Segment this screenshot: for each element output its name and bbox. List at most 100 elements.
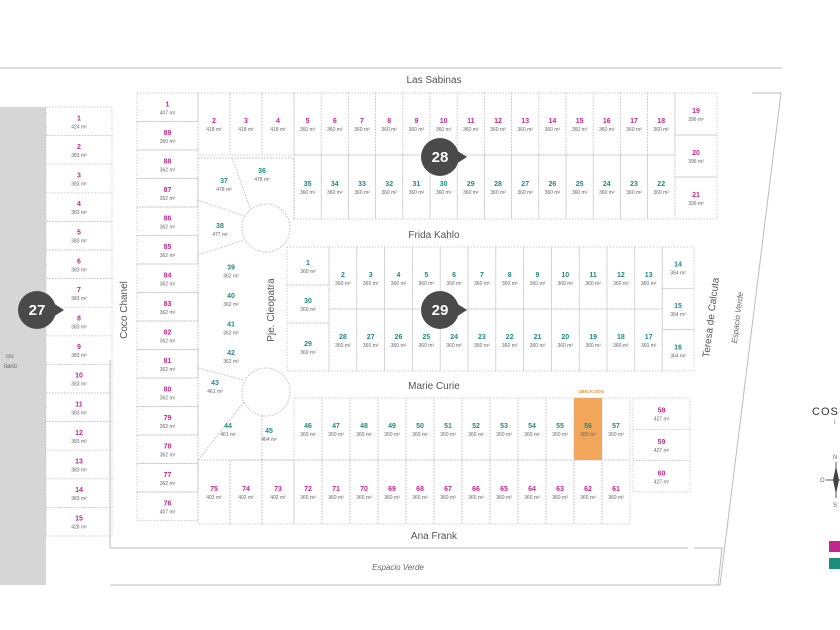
- lot[interactable]: 20360 m²: [551, 308, 580, 372]
- lot[interactable]: 44461 m²: [214, 415, 242, 443]
- lot[interactable]: 37478 m²: [210, 170, 238, 198]
- lot[interactable]: 12360 m²: [484, 92, 512, 156]
- lot[interactable]: 22360 m²: [495, 308, 524, 372]
- lot[interactable]: 53360 m²: [489, 397, 519, 461]
- lot[interactable]: 47360 m²: [321, 397, 351, 461]
- lot[interactable]: 21396 m²: [674, 176, 718, 220]
- lot[interactable]: 7383 m²: [45, 278, 113, 308]
- lot[interactable]: 5360 m²: [412, 246, 441, 310]
- lot[interactable]: 87362 m²: [136, 178, 199, 208]
- lot[interactable]: 62360 m²: [573, 459, 603, 525]
- lot[interactable]: 81362 m²: [136, 349, 199, 379]
- lot[interactable]: 9360 m²: [523, 246, 552, 310]
- lot[interactable]: 29360 m²: [286, 322, 330, 372]
- lot[interactable]: 25360 m²: [412, 308, 441, 372]
- lot[interactable]: 11383 m²: [45, 392, 113, 422]
- lot[interactable]: 12360 m²: [606, 246, 636, 310]
- lot[interactable]: 27360 m²: [511, 154, 540, 220]
- lot[interactable]: 77362 m²: [136, 463, 199, 493]
- lot[interactable]: 63360 m²: [545, 459, 575, 525]
- lot[interactable]: 74402 m²: [229, 459, 263, 525]
- lot[interactable]: 29360 m²: [456, 154, 485, 220]
- lot[interactable]: 26360 m²: [538, 154, 567, 220]
- lot[interactable]: 28360 m²: [484, 154, 512, 220]
- lot[interactable]: 65360 m²: [489, 459, 519, 525]
- lot[interactable]: 1407 m²: [136, 92, 199, 122]
- lot[interactable]: 10383 m²: [45, 364, 113, 394]
- lot[interactable]: 57360 m²: [601, 397, 631, 461]
- lot[interactable]: 23360 m²: [620, 154, 648, 220]
- lot[interactable]: 60427 m²: [632, 460, 691, 493]
- lot[interactable]: 30360 m²: [286, 284, 330, 324]
- lot[interactable]: 73402 m²: [261, 459, 295, 525]
- lot[interactable]: 71360 m²: [321, 459, 351, 525]
- lot[interactable]: 13360 m²: [634, 246, 663, 310]
- lot[interactable]: 41362 m²: [216, 313, 246, 342]
- lot[interactable]: 50360 m²: [405, 397, 435, 461]
- lot[interactable]: 13383 m²: [45, 449, 113, 480]
- lot[interactable]: 89360 m²: [136, 121, 199, 151]
- lot[interactable]: 4360 m²: [384, 246, 413, 310]
- lot[interactable]: 75403 m²: [197, 459, 231, 525]
- lot[interactable]: 30360 m²: [429, 154, 458, 220]
- lot[interactable]: 4383 m²: [45, 192, 113, 222]
- lot[interactable]: 64360 m²: [517, 459, 547, 525]
- lot[interactable]: 34360 m²: [320, 154, 349, 220]
- lot[interactable]: 46360 m²: [293, 397, 323, 461]
- lot[interactable]: 6360 m²: [320, 92, 349, 156]
- lot[interactable]: 79362 m²: [136, 406, 199, 436]
- lot[interactable]: 26360 m²: [384, 308, 413, 372]
- lot[interactable]: 2360 m²: [328, 246, 358, 310]
- lot[interactable]: 39362 m²: [216, 256, 246, 285]
- lot[interactable]: 28360 m²: [328, 308, 358, 372]
- lot[interactable]: 24360 m²: [592, 154, 621, 220]
- lot[interactable]: 54360 m²: [517, 397, 547, 461]
- lot[interactable]: 59427 m²: [632, 428, 691, 461]
- lot[interactable]: 5360 m²: [293, 92, 322, 156]
- lot[interactable]: 17360 m²: [634, 308, 663, 372]
- lot[interactable]: 1424 m²: [45, 106, 113, 136]
- lot[interactable]: 14364 m²: [661, 246, 695, 289]
- lot[interactable]: 15364 m²: [661, 287, 695, 330]
- lot[interactable]: 42362 m²: [216, 342, 246, 371]
- lot[interactable]: 40362 m²: [216, 285, 246, 314]
- lot[interactable]: 67360 m²: [433, 459, 463, 525]
- lot[interactable]: 45464 m²: [254, 420, 284, 448]
- lot[interactable]: 36478 m²: [248, 160, 276, 188]
- lot[interactable]: 83362 m²: [136, 292, 199, 322]
- lot[interactable]: 33360 m²: [348, 154, 376, 220]
- lot[interactable]: 19396 m²: [674, 92, 718, 136]
- lot[interactable]: 17360 m²: [620, 92, 648, 156]
- lot[interactable]: 20396 m²: [674, 134, 718, 178]
- lot[interactable]: 82362 m²: [136, 320, 199, 350]
- lot[interactable]: 80362 m²: [136, 377, 199, 407]
- lot[interactable]: 86362 m²: [136, 206, 199, 236]
- lot[interactable]: 38477 m²: [206, 215, 234, 243]
- lot[interactable]: 9383 m²: [45, 335, 113, 365]
- lot[interactable]: 8360 m²: [495, 246, 524, 310]
- lot[interactable]: 31360 m²: [402, 154, 431, 220]
- lot[interactable]: 85362 m²: [136, 235, 199, 265]
- lot[interactable]: 16360 m²: [592, 92, 621, 156]
- lot[interactable]: 12383 m²: [45, 421, 113, 451]
- lot[interactable]: 69360 m²: [377, 459, 407, 525]
- lot[interactable]: 88362 m²: [136, 149, 199, 179]
- lot[interactable]: 43461 m²: [200, 372, 230, 400]
- lot[interactable]: 5383 m²: [45, 221, 113, 251]
- lot[interactable]: 14360 m²: [538, 92, 567, 156]
- lot[interactable]: 14383 m²: [45, 478, 113, 508]
- lot[interactable]: 25360 m²: [565, 154, 594, 220]
- lot[interactable]: 68360 m²: [405, 459, 435, 525]
- lot[interactable]: 66360 m²: [461, 459, 491, 525]
- lot[interactable]: 23360 m²: [467, 308, 497, 372]
- lot[interactable]: 11360 m²: [578, 246, 608, 310]
- lot[interactable]: 3360 m²: [356, 246, 385, 310]
- lot[interactable]: 58427 m²: [632, 397, 691, 430]
- lot[interactable]: 13360 m²: [511, 92, 540, 156]
- lot[interactable]: 15360 m²: [565, 92, 594, 156]
- lot[interactable]: 2418 m²: [197, 92, 231, 156]
- lot[interactable]: 1360 m²: [286, 246, 330, 286]
- lot[interactable]: 8360 m²: [375, 92, 404, 156]
- lot[interactable]: 21360 m²: [523, 308, 552, 372]
- lot[interactable]: 24360 m²: [439, 308, 469, 372]
